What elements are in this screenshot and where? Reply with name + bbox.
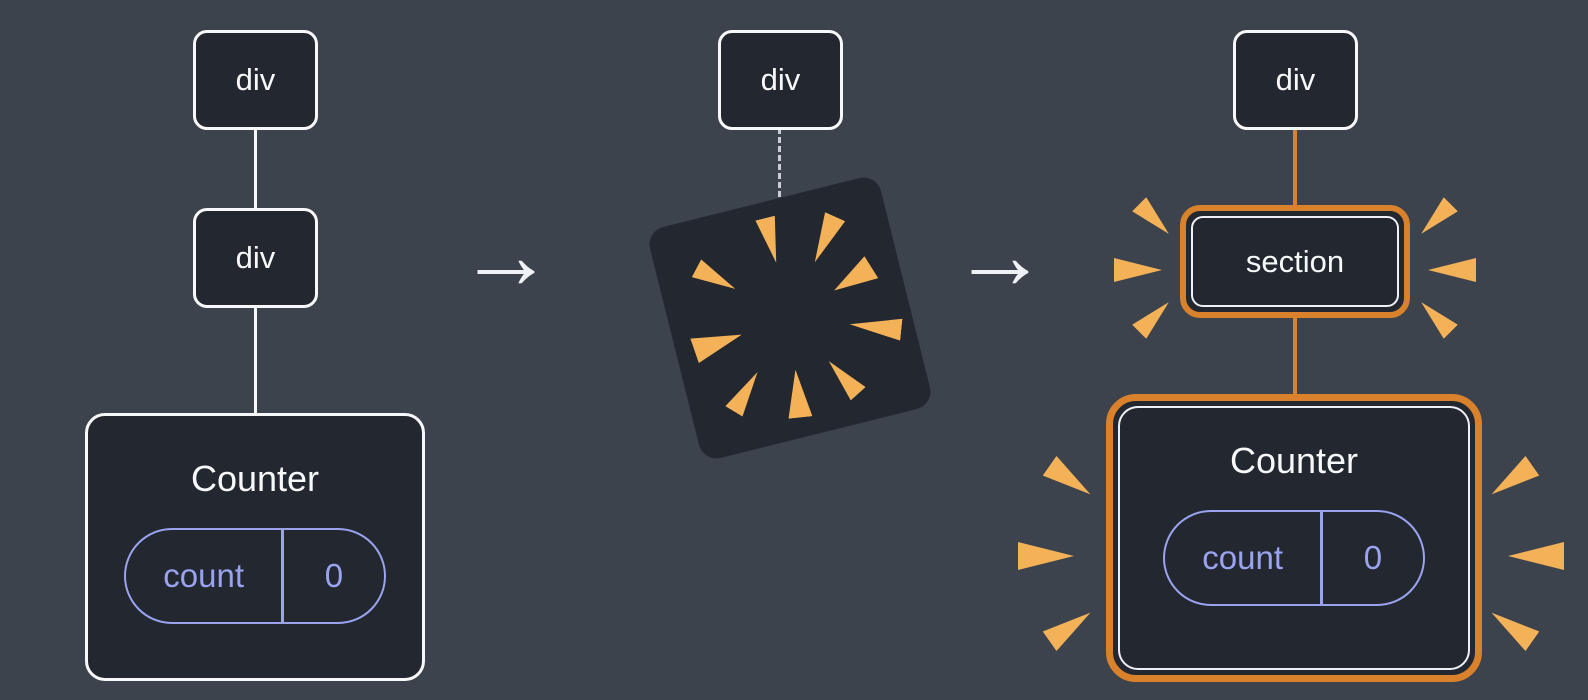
spark-icon <box>725 367 766 417</box>
before-counter-card: Counter count 0 <box>85 413 425 681</box>
after-tree-node-div-root: div <box>1233 30 1358 130</box>
spark-icon <box>1428 258 1476 282</box>
tree-connector <box>254 128 257 210</box>
tree-connector-highlight <box>1293 128 1297 208</box>
tree-connector <box>254 306 257 416</box>
state-key: count <box>163 557 245 594</box>
spark-icon <box>805 212 845 267</box>
spark-icon <box>1114 258 1162 282</box>
arrow-right-icon: → <box>458 202 554 309</box>
state-value: 0 <box>1363 539 1383 576</box>
tree-connector-dashed <box>778 128 781 224</box>
node-label: div <box>760 62 801 97</box>
state-key: count <box>1202 539 1284 576</box>
node-label: div <box>235 240 276 275</box>
state-value: 0 <box>324 557 344 594</box>
state-divider <box>1320 512 1323 604</box>
spark-icon <box>1018 542 1074 570</box>
spark-icon <box>849 313 903 340</box>
after-counter-card: Counter count 0 <box>1106 394 1482 682</box>
spark-icon <box>1508 542 1564 570</box>
counter-title: Counter <box>190 458 320 499</box>
section-node-inner: section <box>1191 216 1399 307</box>
counter-title: Counter <box>1229 440 1359 481</box>
spark-icon <box>1414 295 1458 339</box>
before-tree-node-div-child: div <box>193 208 318 308</box>
spark-icon <box>821 354 865 400</box>
state-divider <box>281 530 284 622</box>
node-label: section <box>1245 243 1345 279</box>
node-label: div <box>1275 62 1316 97</box>
tree-connector-highlight <box>1293 314 1297 398</box>
before-tree-node-div-root: div <box>193 30 318 130</box>
spark-icon <box>755 216 786 265</box>
state-pill: count 0 <box>1163 510 1425 606</box>
node-label: div <box>235 62 276 97</box>
spark-icon <box>692 259 740 297</box>
spark-icon <box>690 322 746 363</box>
spark-icon <box>1132 197 1176 241</box>
poof-icon <box>645 173 935 463</box>
spark-icon <box>784 368 813 418</box>
spark-icon <box>1485 603 1540 651</box>
spark-icon <box>1485 456 1540 504</box>
spark-icon <box>827 256 878 301</box>
spark-icon <box>1132 295 1176 339</box>
spark-icon <box>1043 456 1098 504</box>
spark-icon <box>1414 197 1458 241</box>
during-tree-node-div-root: div <box>718 30 843 130</box>
after-tree-node-section: section <box>1180 205 1410 318</box>
spark-icon <box>1043 603 1098 651</box>
arrow-right-icon: → <box>952 202 1048 309</box>
counter-card-inner: Counter count 0 <box>1118 406 1470 670</box>
state-pill: count 0 <box>124 528 386 624</box>
